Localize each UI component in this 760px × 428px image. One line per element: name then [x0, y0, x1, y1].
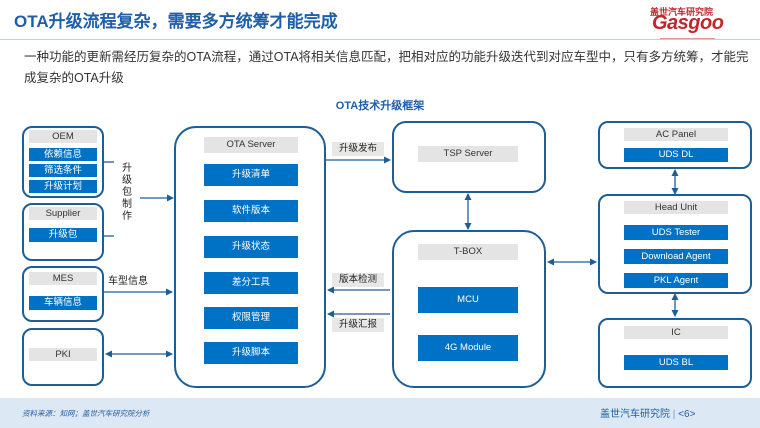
footer-separator: | — [672, 409, 679, 420]
head-unit-item: UDS Tester — [624, 225, 728, 240]
supplier-item: 升级包 — [29, 228, 97, 242]
source-note: 资料来源：知网；盖世汽车研究院分析 — [22, 409, 150, 418]
ic-label: IC — [624, 326, 728, 339]
ac-panel-item: UDS DL — [624, 148, 728, 162]
head-unit-item: PKL Agent — [624, 273, 728, 288]
tbox-item: 4G Module — [418, 335, 518, 361]
ota-item: 升级清单 — [204, 164, 298, 186]
version-check-label: 版本检测 — [332, 273, 384, 287]
tsp-server-label: TSP Server — [418, 146, 518, 162]
subtitle: 一种功能的更新需经历复杂的OTA流程，通过OTA将相关信息匹配，把相对应的功能升… — [24, 50, 749, 85]
tbox-item: MCU — [418, 287, 518, 313]
logo-top-text: 盖世汽车研究院 — [650, 7, 714, 17]
footer-org: 盖世汽车研究院 | <6> — [600, 405, 695, 420]
diagram-title: OTA技术升级框架 — [335, 100, 425, 112]
header-divider — [0, 39, 760, 40]
ac-panel-label: AC Panel — [624, 128, 728, 141]
head-unit-item: Download Agent — [624, 249, 728, 264]
ota-item: 权限管理 — [204, 307, 298, 329]
supplier-label: Supplier — [29, 207, 97, 220]
package-label: 升级包制作 — [115, 163, 139, 223]
ota-item: 差分工具 — [204, 272, 298, 294]
oem-item: 升级计划 — [29, 180, 97, 193]
ota-item: 升级脚本 — [204, 342, 298, 364]
upgrade-report-label: 升级汇报 — [332, 318, 384, 332]
logo: Gasgoo — [652, 12, 724, 34]
page-title: OTA升级流程复杂，需要多方统筹才能完成 — [14, 12, 338, 31]
footer-org-name: 盖世汽车研究院 — [600, 409, 670, 420]
tbox-label: T-BOX — [418, 244, 518, 260]
ota-item: 升级状态 — [204, 236, 298, 258]
footer-bar — [0, 398, 760, 428]
mes-label: MES — [29, 272, 97, 285]
mes-item: 车辆信息 — [29, 296, 97, 310]
ota-server-label: OTA Server — [204, 137, 298, 153]
page-number: <6> — [678, 409, 696, 420]
oem-item: 依赖信息 — [29, 148, 97, 161]
pki-label: PKI — [29, 348, 97, 361]
vehicle-info-label: 车型信息 — [108, 276, 148, 287]
upgrade-release-label: 升级发布 — [332, 142, 384, 156]
oem-item: 筛选条件 — [29, 164, 97, 177]
oem-label: OEM — [29, 130, 97, 143]
package-label-text: 升级包制作 — [122, 163, 132, 222]
ic-item: UDS BL — [624, 355, 728, 370]
ota-item: 软件版本 — [204, 200, 298, 222]
head-unit-label: Head Unit — [624, 201, 728, 214]
